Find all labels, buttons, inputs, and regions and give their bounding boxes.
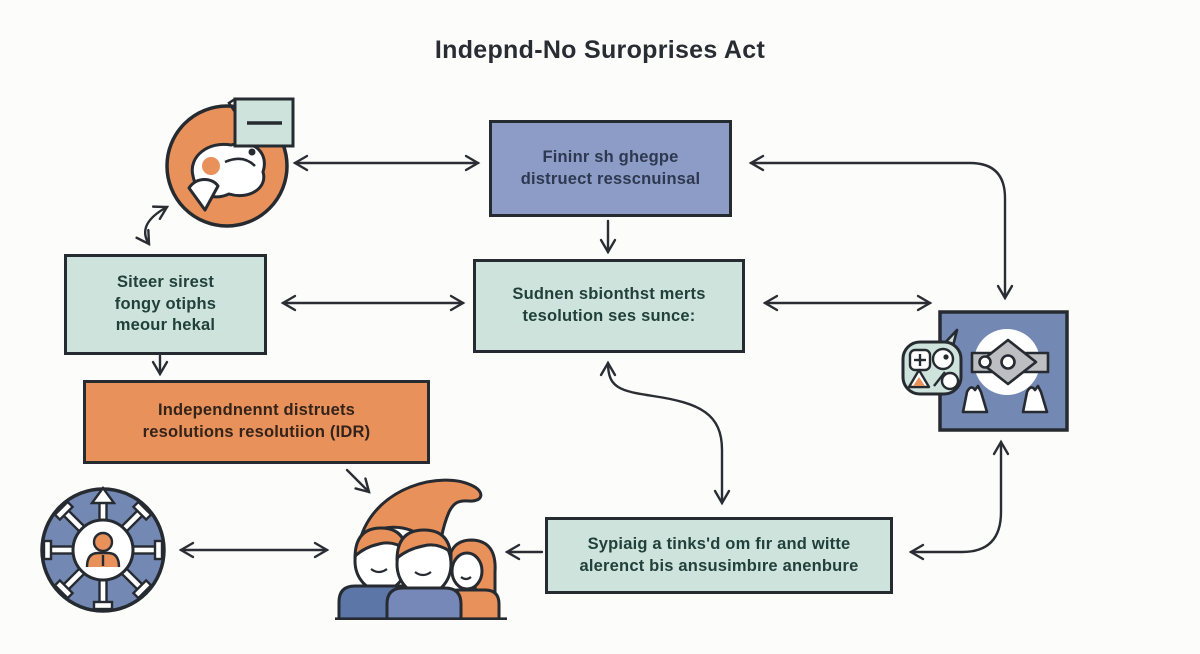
family-icon [325, 468, 515, 620]
node-filing-dispute: Fininr sh ghegpe distruect resscnuinsal [489, 120, 732, 217]
node-surprise-billing: Siteer sirest fongy otiphs meour hekal [64, 254, 267, 355]
arrow-review-bottombox [908, 439, 1010, 561]
arrow-midbox-bottombox [599, 360, 731, 506]
node-idr-process: Independnennt distruets resolutions reso… [83, 380, 430, 464]
person-hub-icon [36, 483, 170, 617]
arbiter-review-icon [895, 300, 1075, 440]
brain-with-note-icon [155, 90, 305, 245]
diagram-title: Indepnd-No Suroprises Act [434, 36, 766, 64]
node-sudden-resolution: Sudnen sbionthst merts tesolution ses su… [473, 259, 745, 353]
node-signing-agreement: Sypiaig a tinks'd om fır and witte alere… [545, 517, 893, 594]
arrow-topbox-review [748, 154, 1014, 301]
